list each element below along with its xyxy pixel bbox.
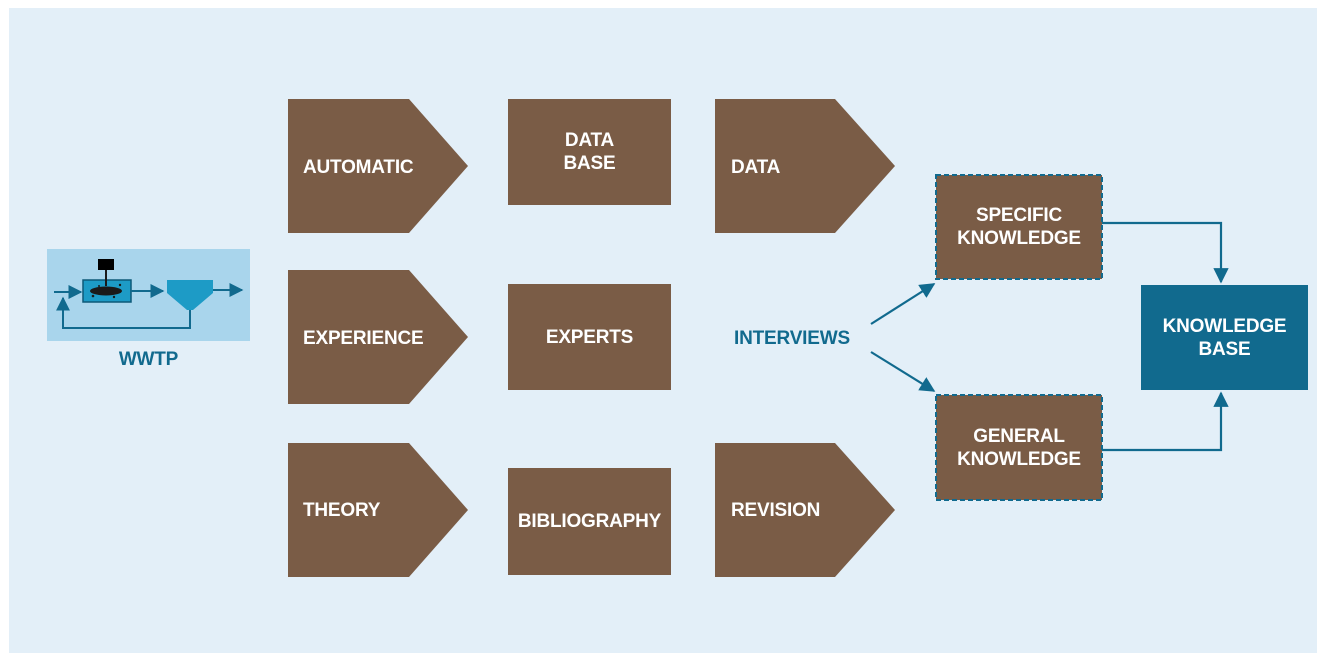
specific-knowledge-label: SPECIFIC KNOWLEDGE: [957, 205, 1081, 249]
experts-label: EXPERTS: [545, 326, 634, 348]
interviews-to-specific-arrow: [870, 283, 936, 325]
aeration-bubbles: [90, 286, 122, 296]
interviews-to-general-arrow: [870, 351, 936, 392]
general-knowledge-shape: [935, 394, 1103, 501]
mixer-motor: [98, 259, 114, 270]
interviews-label: INTERVIEWS: [734, 327, 850, 349]
recycle-line: [56, 296, 191, 329]
clarifier: [167, 280, 213, 310]
data-process-shape: [715, 99, 895, 233]
specific-to-base-connector: [1102, 221, 1229, 284]
experts-shape: [508, 284, 671, 390]
automatic-label: AUTOMATIC: [303, 156, 414, 178]
knowledge-base-shape: [1141, 285, 1308, 390]
general-knowledge-label: GENERAL KNOWLEDGE: [957, 425, 1081, 470]
database-label: DATA BASE: [563, 130, 616, 174]
wwtp-label: WWTP: [118, 348, 179, 370]
bibliography-label: BIBLIOGRAPHY: [517, 511, 662, 532]
experience-source-shape: [288, 270, 468, 404]
theory-label: THEORY: [303, 499, 381, 521]
revision-label: REVISION: [731, 499, 821, 521]
wwtp-schematic: [47, 249, 250, 341]
specific-knowledge-shape: [935, 174, 1103, 280]
automatic-source-shape: [288, 99, 468, 233]
theory-source-shape: [288, 443, 468, 577]
revision-process-shape: [715, 443, 895, 577]
experience-label: EXPERIENCE: [303, 327, 424, 349]
bibliography-shape: [508, 468, 671, 575]
knowledge-base-label: KNOWLEDGE BASE: [1162, 315, 1287, 360]
database-shape: [508, 99, 671, 205]
data-label: DATA: [731, 156, 781, 178]
general-to-base-connector: [1102, 391, 1229, 452]
